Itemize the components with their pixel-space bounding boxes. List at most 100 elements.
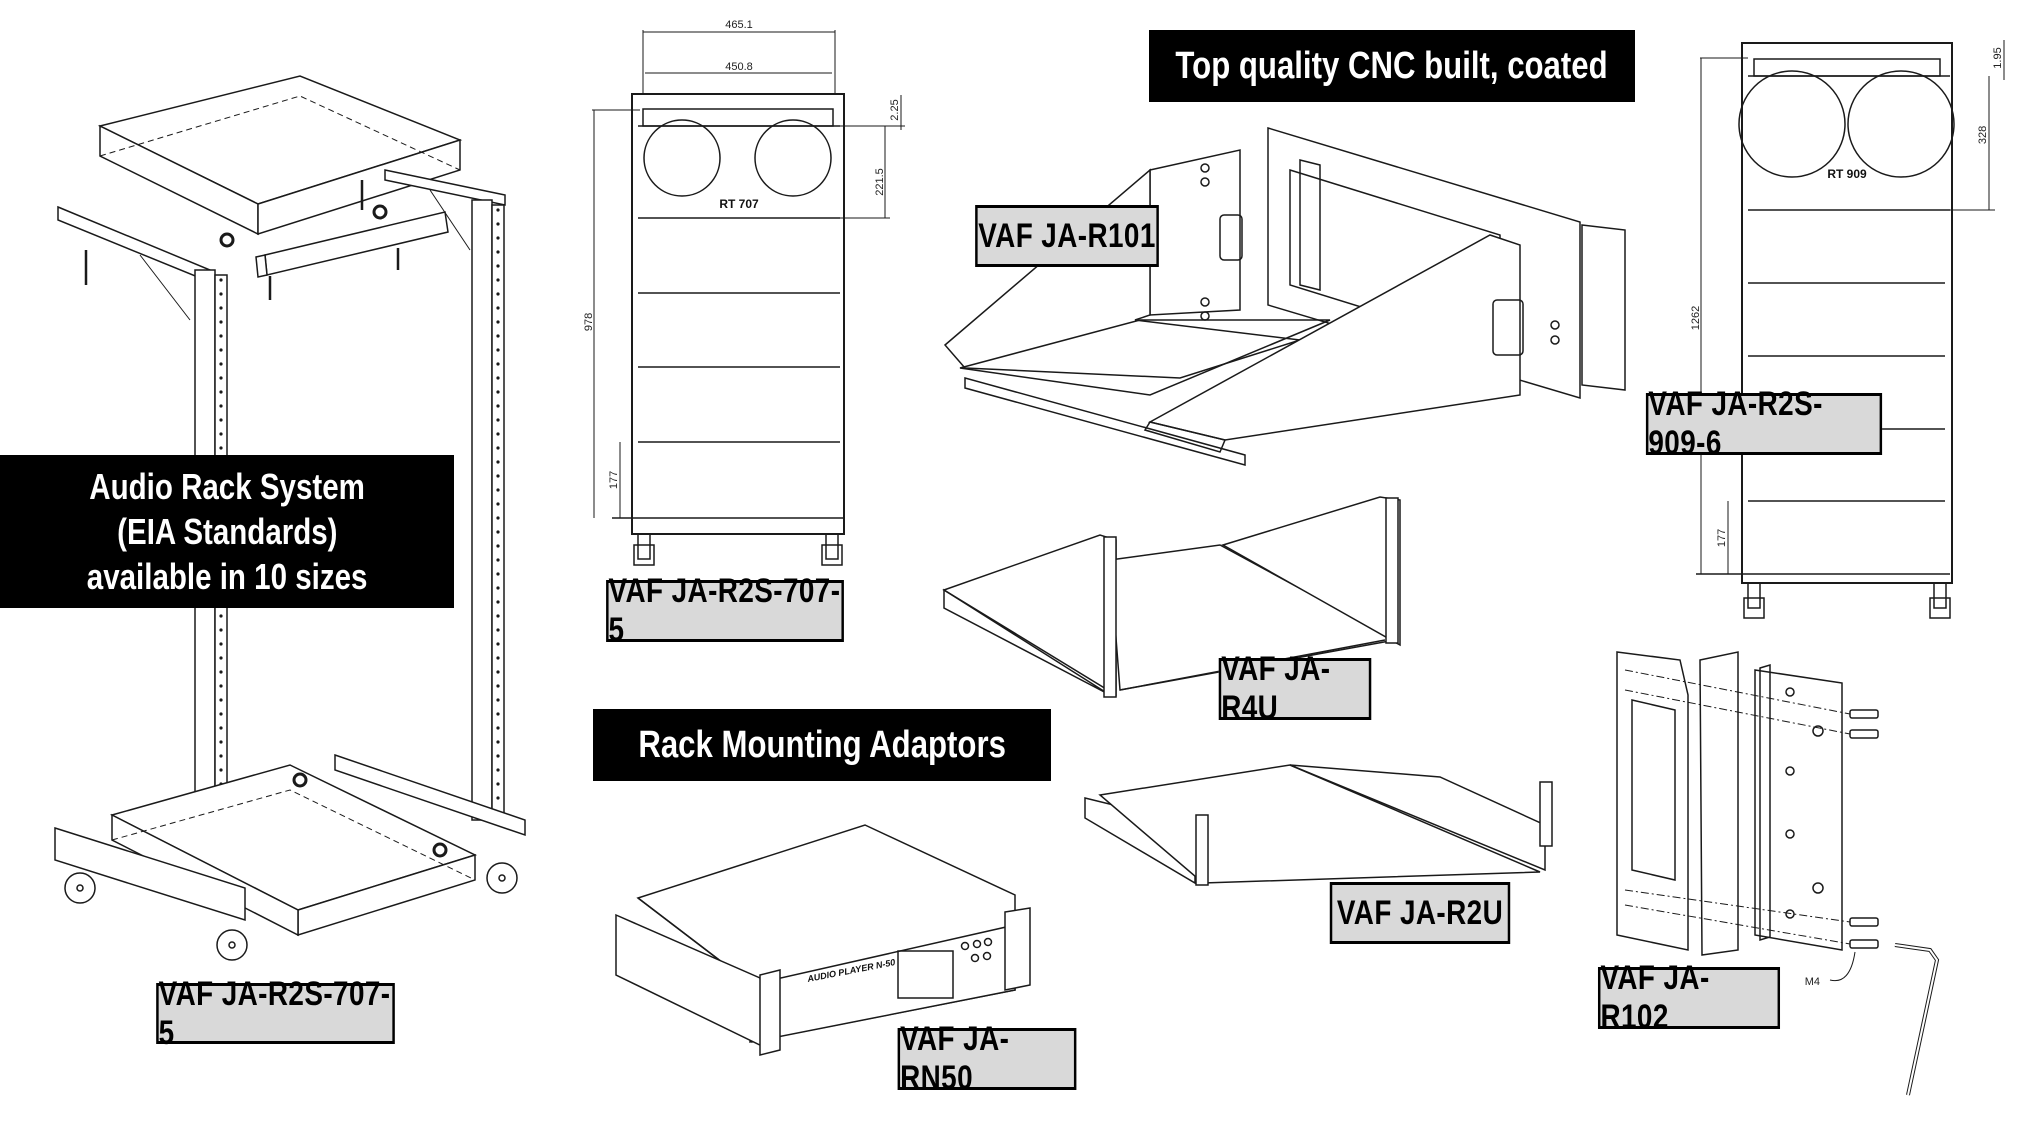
rack-hole [219, 670, 223, 674]
dim-177-909: 177 [1716, 529, 1728, 547]
banner-line-1: Audio Rack System [89, 466, 365, 507]
rack-hole [219, 334, 223, 338]
dim-450-8: 450.8 [725, 61, 753, 73]
rack-hole [496, 530, 500, 534]
rack-hole [219, 432, 223, 436]
rack-hole [219, 754, 223, 758]
rack-hole [496, 502, 500, 506]
screw-callout-m4: M4 [1805, 976, 1820, 988]
rack-hole [496, 572, 500, 576]
rack-hole [496, 390, 500, 394]
rack-hole [219, 404, 223, 408]
rack-hole [219, 628, 223, 632]
rack-hole [219, 698, 223, 702]
model-rt707: RT 707 [719, 197, 759, 211]
rack-hole [496, 474, 500, 478]
rack-hole [496, 796, 500, 800]
rack-hole [219, 712, 223, 716]
rack-hole [496, 306, 500, 310]
rack-hole [496, 418, 500, 422]
rack-hole [496, 698, 500, 702]
rack-hole [219, 614, 223, 618]
model-rt909: RT 909 [1827, 167, 1867, 181]
r101-drawing [943, 126, 1626, 466]
banner-line-2: (EIA Standards) [116, 511, 338, 552]
rack-hole [496, 558, 500, 562]
rack-hole [219, 348, 223, 352]
dim-1-95: 1.95 [1992, 47, 2004, 68]
label-r4u: VAF JA-R4U [1218, 650, 1372, 727]
rack-hole [219, 362, 223, 366]
label-r101: VAF JA-R101 [975, 205, 1159, 267]
rack-hole [219, 446, 223, 450]
r102-drawing: M4 [1616, 651, 1940, 1096]
rack-hole [219, 768, 223, 772]
rack-hole [496, 334, 500, 338]
rack-hole [496, 376, 500, 380]
rack-hole [496, 516, 500, 520]
rack-hole [496, 754, 500, 758]
banner-rack-mounting-adaptors: Rack Mounting Adaptors [593, 709, 1051, 781]
rack-hole [219, 656, 223, 660]
rack-hole [496, 222, 500, 226]
banner-cnc-quality: Top quality CNC built, coated [1149, 30, 1635, 102]
rack-909-front-drawing: RT 909 1262 177 328 1.95 [1690, 40, 2005, 619]
rack-hole [496, 292, 500, 296]
label-r2s-909: VAF JA-R2S-909-6 [1645, 385, 1883, 462]
rack-hole [496, 320, 500, 324]
rack-hole [496, 488, 500, 492]
r2u-shelf-drawing [1084, 764, 1553, 886]
rack-hole [219, 684, 223, 688]
rack-hole [496, 726, 500, 730]
dim-177-707: 177 [608, 471, 620, 489]
rack-exploded-drawing [54, 75, 526, 961]
label-r2u: VAF JA-R2U [1329, 882, 1511, 944]
rack-hole [496, 250, 500, 254]
rack-hole [496, 236, 500, 240]
banner-adaptors-text: Rack Mounting Adaptors [638, 723, 1006, 766]
rack-hole [496, 600, 500, 604]
rack-hole [496, 432, 500, 436]
rack-hole [219, 376, 223, 380]
label-r102: VAF JA-R102 [1597, 959, 1781, 1036]
rack-hole [496, 656, 500, 660]
rack-707-front-drawing: 465.1 450.8 RT 707 978 177 221.5 2.25 [583, 19, 905, 566]
rack-hole [496, 782, 500, 786]
label-rack-exploded: VAF JA-R2S-707-5 [156, 975, 395, 1052]
dim-1262: 1262 [1690, 306, 1702, 330]
rack-hole [496, 740, 500, 744]
rack-hole [219, 418, 223, 422]
rack-hole [496, 460, 500, 464]
rack-hole [219, 726, 223, 730]
rack-hole [496, 642, 500, 646]
dim-2-25: 2.25 [889, 99, 901, 120]
rack-hole [496, 628, 500, 632]
rack-hole [219, 390, 223, 394]
dim-465-1: 465.1 [725, 19, 753, 31]
rack-hole [496, 614, 500, 618]
rack-hole [496, 362, 500, 366]
rack-hole [219, 642, 223, 646]
rack-hole [219, 740, 223, 744]
rack-hole [496, 670, 500, 674]
rack-hole [219, 278, 223, 282]
label-rack-707: VAF JA-R2S-707-5 [606, 572, 844, 649]
rack-hole [219, 292, 223, 296]
banner-line-3: available in 10 sizes [86, 556, 368, 597]
rack-hole [496, 208, 500, 212]
dim-221-5: 221.5 [874, 168, 886, 196]
dim-978: 978 [583, 313, 595, 331]
rack-hole [496, 586, 500, 590]
banner-audio-rack-system: Audio Rack System (EIA Standards) availa… [0, 455, 454, 608]
rack-hole [496, 712, 500, 716]
label-rn50: VAF JA-RN50 [897, 1020, 1077, 1097]
rack-hole [496, 446, 500, 450]
rack-hole [496, 278, 500, 282]
rack-hole [496, 404, 500, 408]
rack-hole [496, 544, 500, 548]
rack-hole [496, 264, 500, 268]
rack-hole [496, 348, 500, 352]
r4u-shelf-drawing [942, 496, 1401, 698]
rn50-device-drawing: AUDIO PLAYER N-50 [615, 824, 1031, 1056]
